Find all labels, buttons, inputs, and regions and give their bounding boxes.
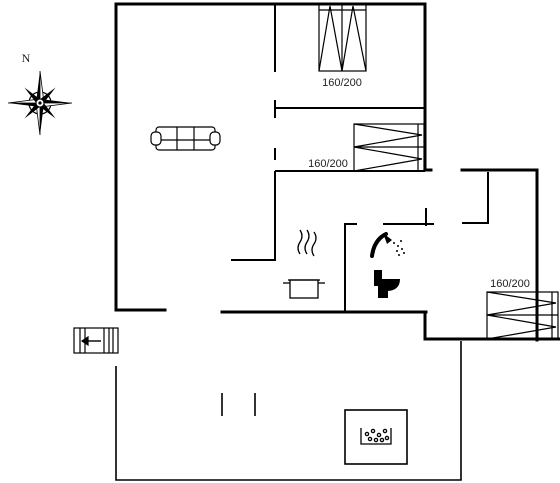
exterior-walls (114, 2, 560, 342)
double-bed-icon (353, 123, 425, 172)
terrace (115, 341, 462, 481)
interior-walls (231, 4, 489, 311)
entrance-stairs-icon (73, 327, 119, 354)
kitchen-wall (231, 171, 276, 261)
terrace-outline (115, 341, 462, 481)
cooking-pot-icon (283, 229, 325, 299)
bed-label-annex: 160/200 (490, 278, 530, 290)
bathroom-wall (344, 223, 357, 311)
sofa-icon (150, 126, 221, 151)
compass-rose-icon (7, 70, 73, 136)
annex-wall-inner (462, 172, 489, 224)
shower-icon (370, 232, 405, 258)
hot-tub-icon (360, 428, 392, 445)
bed-label-middle: 160/200 (308, 158, 348, 170)
bed-label-top: 160/200 (322, 77, 362, 89)
double-bed-icon (486, 291, 559, 340)
exterior-wall-annex-top (460, 168, 539, 342)
toilet-icon (374, 270, 400, 298)
double-bed-icon (318, 3, 367, 72)
compass-north-label: N (22, 51, 31, 65)
hot-tub-basin (360, 428, 392, 445)
hot-tub-frame (344, 409, 408, 465)
exterior-wall-main (114, 2, 427, 312)
